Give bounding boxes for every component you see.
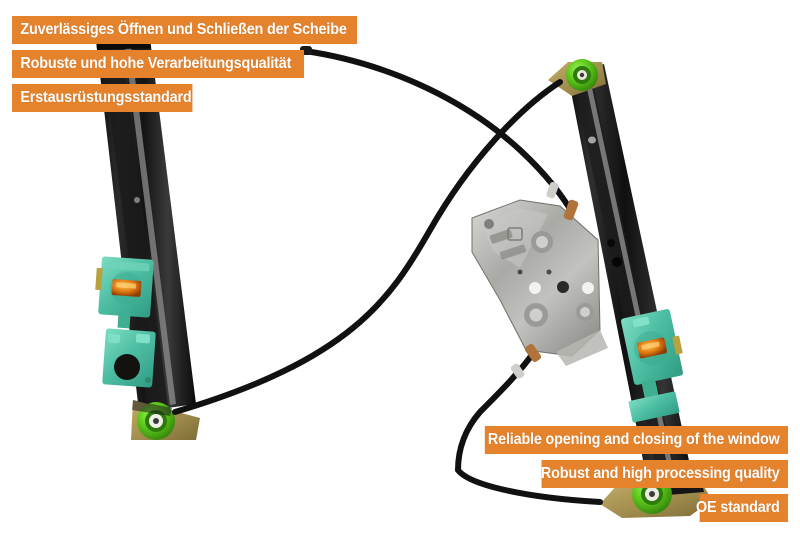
label-de-2-text: Robuste und hohe Verarbeitungsqualität [20, 55, 292, 73]
label-de-3-text: Erstausrüstungsstandard [20, 89, 192, 107]
label-de-1: Zuverlässiges Öffnen und Schließen der S… [12, 16, 358, 44]
bowden-cable-lower [172, 79, 563, 415]
label-en-1: Reliable opening and closing of the wind… [484, 426, 788, 454]
bowden-cable-bottom [455, 467, 603, 505]
motor-mounting-plate [471, 199, 608, 366]
label-en-2: Robust and high processing quality [540, 460, 788, 488]
label-de-2: Robuste und hohe Verarbeitungsqualität [12, 50, 305, 78]
label-de-3: Erstausrüstungsstandard [12, 84, 193, 112]
bowden-cable-upper [302, 48, 575, 215]
label-en-2-text: Robust and high processing quality [540, 465, 780, 483]
left-upper-slider [95, 256, 154, 329]
cable-ferrules [300, 46, 579, 379]
label-de-1-text: Zuverlässiges Öffnen und Schließen der S… [20, 21, 347, 39]
left-guide-rail [96, 38, 196, 412]
left-lower-slider [102, 328, 156, 388]
left-bottom-pulley [131, 400, 200, 440]
label-en-1-text: Reliable opening and closing of the wind… [487, 431, 780, 449]
label-en-3-text: OE standard [695, 499, 780, 517]
right-slider [621, 309, 683, 423]
right-top-pulley [548, 59, 606, 96]
label-en-3: OE standard [696, 494, 788, 522]
